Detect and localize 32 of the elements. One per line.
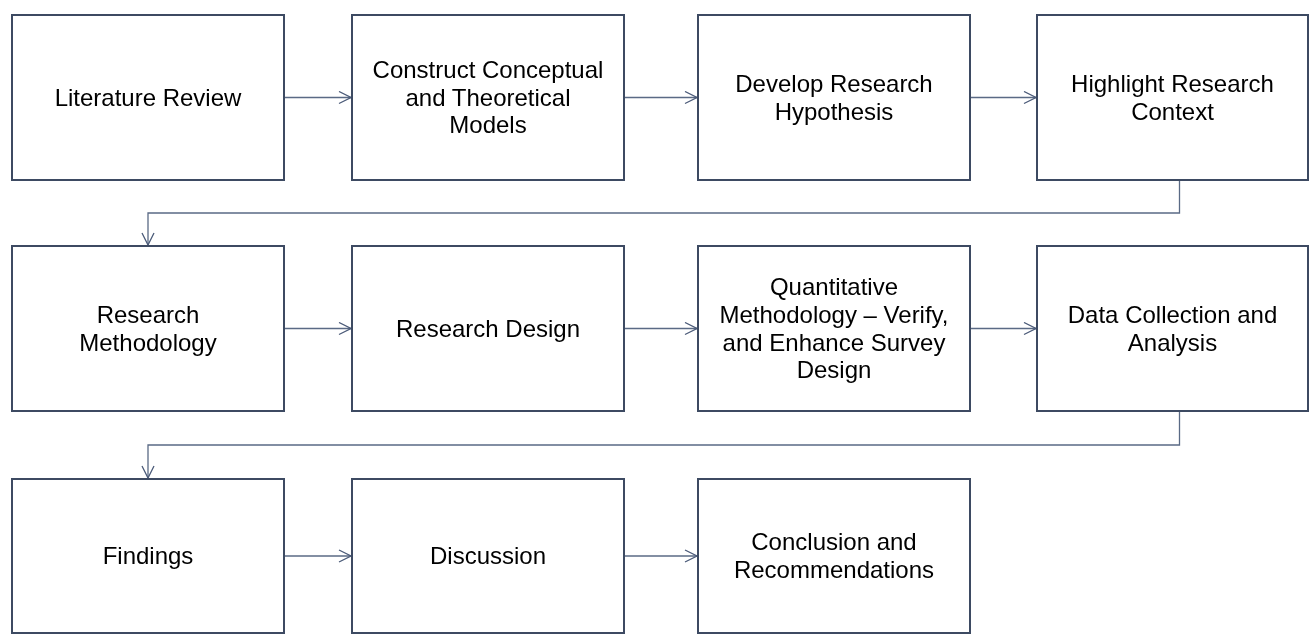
step-label: Conclusion and Recommendations	[732, 528, 936, 584]
arrow	[141, 411, 1181, 479]
process-box	[697, 14, 971, 181]
arrow	[284, 90, 352, 105]
step-label: Construct Conceptual and Theoretical Models	[371, 56, 605, 139]
process-box	[1036, 14, 1309, 181]
arrow	[970, 321, 1037, 336]
arrow	[284, 549, 352, 563]
process-box	[351, 245, 625, 412]
process-box	[1036, 245, 1309, 412]
step-label: Findings	[102, 542, 194, 570]
arrow	[624, 549, 698, 563]
process-box	[697, 478, 971, 634]
process-box	[351, 14, 625, 181]
step-label: Research Methodology	[78, 300, 218, 357]
arrow	[624, 321, 698, 336]
arrow	[141, 180, 1181, 246]
step-label: Research Design	[395, 314, 581, 343]
arrow	[284, 321, 352, 336]
step-label: Data Collection and Analysis	[1066, 300, 1279, 357]
process-box	[351, 478, 625, 634]
step-label: Develop Research Hypothesis	[734, 69, 934, 126]
process-box	[11, 245, 285, 412]
step-label: Highlight Research Context	[1070, 69, 1275, 126]
process-box	[11, 14, 285, 181]
step-label: Literature Review	[54, 83, 242, 112]
arrow	[970, 90, 1037, 105]
process-box	[11, 478, 285, 634]
arrow	[624, 90, 698, 105]
step-label: Quantitative Methodology – Verify, and Enhance Survey Design	[718, 273, 950, 384]
process-box	[697, 245, 971, 412]
step-label: Discussion	[429, 542, 546, 570]
